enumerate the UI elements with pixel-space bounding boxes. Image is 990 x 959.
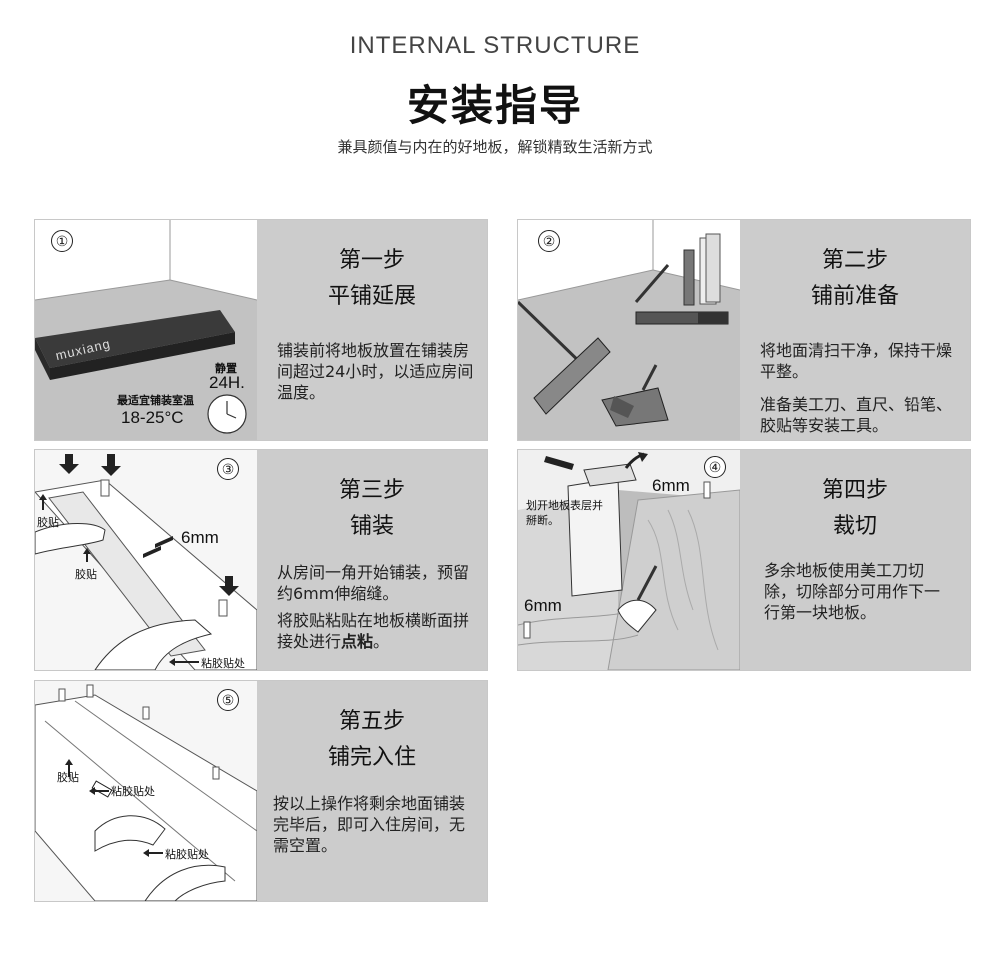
- step-badge: ⑤: [217, 689, 239, 711]
- section-english-title: INTERNAL STRUCTURE: [349, 32, 641, 59]
- finished-floor-drawing: [35, 681, 257, 901]
- step-1-info: 第一步 平铺延展 铺装前将地板放置在铺装房间超过24小时，以适应房间温度。: [257, 220, 487, 440]
- step-description-1: 将地面清扫干净，保持干燥平整。: [760, 341, 953, 381]
- step-name: 铺完入住: [327, 745, 416, 770]
- step-5-info: 第五步 铺完入住 按以上操作将剩余地面铺装完毕后，即可入住房间，无需空置。: [257, 681, 487, 901]
- step-name: 平铺延展: [327, 284, 416, 309]
- step-description-1: 从房间一角开始铺装，预留约6mm伸缩缝。: [277, 563, 470, 603]
- step-badge: ②: [538, 230, 560, 252]
- step-description-2: 将胶贴粘贴在地板横断面拼接处进行点粘。: [277, 610, 477, 652]
- cleaning-tools-drawing: [518, 220, 740, 440]
- tape-label-2: 胶贴: [75, 568, 97, 581]
- step-5-illustration: 胶贴 粘胶贴处 粘胶贴处 ⑤: [35, 681, 257, 901]
- tape-label: 胶贴: [57, 771, 79, 784]
- gap-bottom-label: 6mm: [524, 596, 562, 615]
- room-with-board-drawing: [35, 220, 257, 440]
- step-3-illustration: 胶贴 胶贴 6mm 粘胶贴处 ③: [35, 450, 257, 670]
- stick-label: 粘胶贴处: [201, 657, 245, 670]
- step-2-info: 第二步 铺前准备 将地面清扫干净，保持干燥平整。 准备美工刀、直尺、铅笔、胶贴等…: [740, 220, 970, 440]
- step-2-illustration: ②: [518, 220, 740, 440]
- step-number: 第二步: [821, 248, 888, 273]
- step-3-info: 第三步 铺装 从房间一角开始铺装，预留约6mm伸缩缝。 将胶贴粘贴在地板横断面拼…: [257, 450, 487, 670]
- step-badge: ③: [217, 458, 239, 480]
- desc-end: 。: [373, 632, 390, 651]
- step-name: 铺前准备: [810, 284, 899, 309]
- step-1-illustration: muxiang 静置 24H. 最适宜铺装室温 18-25°C ①: [35, 220, 257, 440]
- step-card-4: 6mm 6mm 划开地板表层并掰断。 ④ 第四步 裁切 多余地板使用美工刀切除，…: [517, 449, 971, 671]
- tape-label-1: 胶贴: [37, 516, 59, 529]
- gap-label: 6mm: [181, 528, 219, 547]
- desc-text: 将胶贴粘贴在地板横断面拼接处进行: [277, 611, 470, 651]
- step-description: 多余地板使用美工刀切除，切除部分可用作下一行第一块地板。: [764, 561, 941, 622]
- step-number: 第四步: [821, 478, 888, 503]
- desc-bold: 点粘: [341, 632, 374, 651]
- stick-label-1: 粘胶贴处: [111, 785, 155, 798]
- step-number: 第三步: [338, 478, 405, 503]
- gap-top-label: 6mm: [652, 476, 690, 495]
- step-name: 铺装: [349, 514, 394, 539]
- temp-label: 最适宜铺装室温: [117, 394, 194, 407]
- step-card-3: 胶贴 胶贴 6mm 粘胶贴处 ③ 第三步 铺装 从房间一角开始铺装，预留约6mm…: [34, 449, 488, 671]
- laying-boards-drawing: [35, 450, 257, 670]
- step-number: 第一步: [338, 248, 405, 273]
- temp-value: 18-25°C: [121, 408, 184, 427]
- step-description: 按以上操作将剩余地面铺装完毕后，即可入住房间，无需空置。: [273, 794, 466, 855]
- step-name: 裁切: [832, 514, 877, 539]
- step-description: 铺装前将地板放置在铺装房间超过24小时，以适应房间温度。: [277, 341, 474, 402]
- step-card-5: 胶贴 粘胶贴处 粘胶贴处 ⑤ 第五步 铺完入住 按以上操作将剩余地面铺装完毕后，…: [34, 680, 488, 902]
- rest-label: 静置: [215, 362, 237, 375]
- cutting-board-drawing: [518, 450, 740, 670]
- step-card-1: muxiang 静置 24H. 最适宜铺装室温 18-25°C ① 第一步 平铺…: [34, 219, 488, 441]
- stick-label-2: 粘胶贴处: [165, 848, 209, 861]
- step-card-2: ② 第二步 铺前准备 将地面清扫干净，保持干燥平整。 准备美工刀、直尺、铅笔、胶…: [517, 219, 971, 441]
- step-4-illustration: 6mm 6mm 划开地板表层并掰断。 ④: [518, 450, 740, 670]
- section-title: 安装指导: [406, 81, 583, 130]
- step-badge: ④: [704, 456, 726, 478]
- cut-note: 划开地板表层并掰断。: [526, 499, 603, 527]
- step-description-2: 准备美工刀、直尺、铅笔、胶贴等安装工具。: [760, 395, 953, 435]
- section-subtitle: 兼具颜值与内在的好地板，解锁精致生活新方式: [337, 138, 653, 156]
- step-number: 第五步: [338, 709, 405, 734]
- step-4-info: 第四步 裁切 多余地板使用美工刀切除，切除部分可用作下一行第一块地板。: [740, 450, 970, 670]
- step-badge: ①: [51, 230, 73, 252]
- rest-time: 24H.: [209, 373, 245, 392]
